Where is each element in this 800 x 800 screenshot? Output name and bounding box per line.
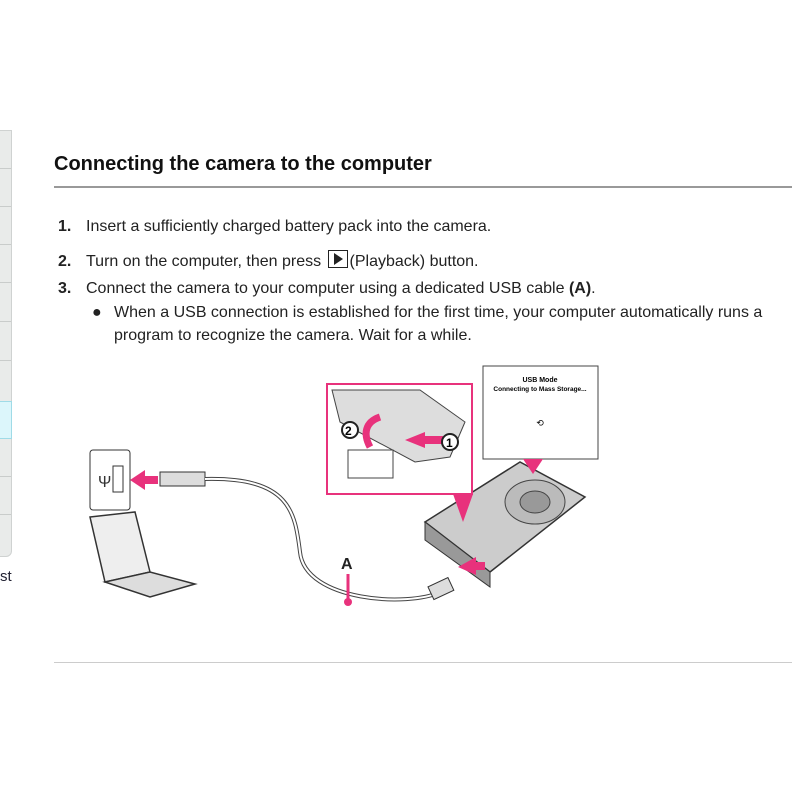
step-3-note: ● When a USB connection is established fo…	[92, 301, 772, 347]
laptop-icon	[89, 511, 198, 598]
port-cover-detail: 2 1	[326, 383, 473, 522]
sidebar-divider	[0, 244, 11, 245]
usb-plug	[159, 471, 206, 487]
sidebar-item-selected[interactable]	[0, 401, 12, 439]
step-number: 3.	[58, 280, 72, 297]
step-2: 2. Turn on the computer, then press (Play…	[58, 250, 479, 271]
sidebar-divider	[0, 514, 11, 515]
screen-title: USB Mode	[523, 377, 558, 384]
usb-port-callout: Ψ	[89, 449, 131, 511]
callout-2: 2	[345, 424, 352, 438]
usb-connection-illustration: Ψ A 2 1 USB Mode Connecting to Mass Stor…	[89, 365, 599, 606]
sidebar-divider	[0, 206, 11, 207]
callout-1: 1	[446, 436, 453, 450]
cable-label: (A)	[568, 280, 592, 297]
usb-cable	[204, 476, 441, 602]
camera-icon	[423, 461, 587, 588]
sidebar-divider	[0, 360, 11, 361]
bullet-icon: ●	[92, 304, 102, 321]
sidebar-nav	[0, 130, 12, 557]
svg-text:⟲: ⟲	[536, 418, 544, 428]
step-3: 3. Connect the camera to your computer us…	[58, 280, 596, 298]
step-text: (Playback) button.	[349, 253, 479, 270]
sidebar-divider	[0, 476, 11, 477]
step-text: Connect the camera to your computer usin…	[86, 280, 565, 297]
sidebar-divider	[0, 321, 11, 322]
step-text: Turn on the computer, then press	[86, 253, 322, 270]
svg-text:Ψ: Ψ	[98, 474, 111, 491]
title-rule	[54, 186, 792, 188]
step-number: 1.	[58, 218, 72, 235]
page-title: Connecting the camera to the computer	[54, 153, 432, 175]
screen-status: Connecting to Mass Storage...	[493, 386, 586, 393]
sidebar-link[interactable]: st	[0, 568, 12, 585]
sidebar-divider	[0, 282, 11, 283]
step-text: Insert a sufficiently charged battery pa…	[86, 218, 492, 235]
insert-arrow	[130, 470, 158, 490]
camera-screen-callout: USB Mode Connecting to Mass Storage... ⟲	[482, 365, 599, 474]
cable-label-a: A	[341, 556, 353, 573]
note-text: When a USB connection is established for…	[114, 304, 763, 344]
step-number: 2.	[58, 253, 72, 270]
step-1: 1. Insert a sufficiently charged battery …	[58, 218, 491, 236]
sidebar-divider	[0, 168, 11, 169]
playback-icon	[327, 250, 348, 268]
step-text: .	[591, 280, 596, 297]
bottom-rule	[54, 662, 792, 663]
